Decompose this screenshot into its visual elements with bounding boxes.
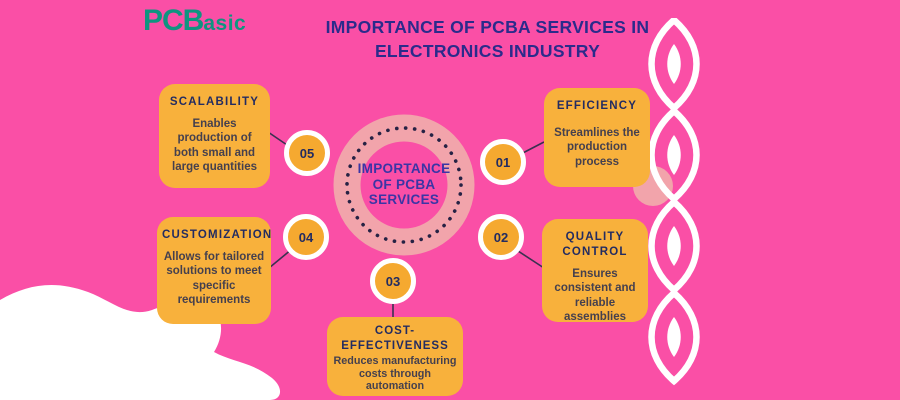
number-badge-05: 05 bbox=[284, 130, 330, 176]
pcbasic-logo: PCB asic bbox=[143, 4, 246, 38]
page-title: IMPORTANCE OF PCBA SERVICES IN ELECTRONI… bbox=[260, 16, 715, 63]
central-label-line-1: IMPORTANCE bbox=[357, 161, 451, 176]
card-scalability-body: Enables production of both small and lar… bbox=[172, 117, 257, 174]
central-ring bbox=[333, 114, 475, 256]
number-badge-02: 02 bbox=[478, 214, 524, 260]
card-customization-body: Allows for tailored solutions to meet sp… bbox=[163, 250, 265, 307]
central-label-line-3: SERVICES bbox=[368, 192, 440, 208]
title-line-1: IMPORTANCE OF PCBA SERVICES IN bbox=[325, 17, 650, 37]
number-badge-03-label: 03 bbox=[385, 273, 401, 289]
card-scalability: SCALABILITY Enables production of both s… bbox=[159, 84, 270, 188]
card-quality-control: QUALITY CONTROL Ensures consistent and r… bbox=[542, 219, 648, 323]
number-badge-01: 01 bbox=[480, 139, 526, 185]
number-badge-02-label: 02 bbox=[493, 229, 509, 245]
card-cost-effectiveness-heading: COST-EFFECTIVENESS bbox=[341, 325, 449, 352]
card-cost-effectiveness: COST-EFFECTIVENESS Reduces manufacturing… bbox=[327, 317, 463, 396]
number-badge-05-label: 05 bbox=[299, 145, 315, 161]
number-badge-01-label: 01 bbox=[495, 154, 511, 170]
card-cost-effectiveness-body: Reduces manufacturing costs through auto… bbox=[333, 354, 457, 393]
central-label: IMPORTANCE OF PCBA SERVICES bbox=[334, 161, 474, 208]
card-efficiency: EFFICIENCY Streamlines the production pr… bbox=[544, 88, 650, 187]
card-customization: CUSTOMIZATION Allows for tailored soluti… bbox=[157, 217, 271, 324]
number-badge-04-label: 04 bbox=[298, 229, 314, 245]
number-badge-04: 04 bbox=[283, 214, 329, 260]
card-scalability-heading: SCALABILITY bbox=[169, 96, 260, 108]
leaf-pattern-decoration bbox=[648, 18, 700, 386]
card-efficiency-heading: EFFICIENCY bbox=[556, 100, 638, 112]
title-line-2: ELECTRONICS INDUSTRY bbox=[374, 40, 601, 61]
central-label-line-2: OF PCBA bbox=[372, 176, 436, 192]
card-quality-control-heading: QUALITY CONTROL bbox=[562, 231, 628, 258]
number-badge-03: 03 bbox=[370, 258, 416, 304]
logo-text-rest: asic bbox=[203, 12, 247, 35]
card-efficiency-body: Streamlines the production process bbox=[554, 126, 640, 168]
card-quality-control-body: Ensures consistent and reliable assembli… bbox=[554, 267, 636, 323]
logo-text-main: PCB bbox=[143, 4, 204, 37]
card-customization-heading: CUSTOMIZATION bbox=[162, 229, 273, 241]
